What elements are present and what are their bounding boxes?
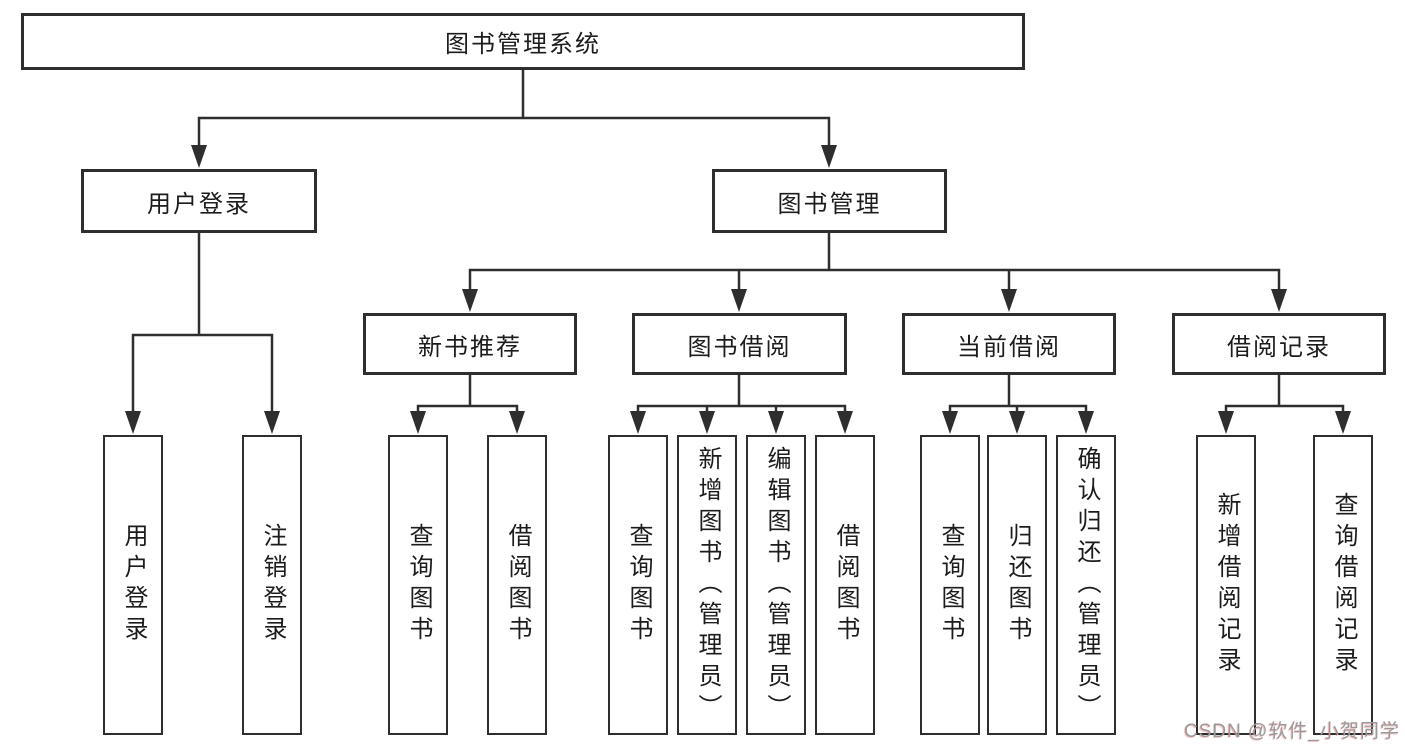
leaf-recommend-query-books: 查询图书 [388, 435, 448, 735]
leaf-records-add-record-label: 新增借阅记录 [1213, 492, 1240, 678]
leaf-current-return-books: 归还图书 [987, 435, 1047, 735]
leaf-borrow-add-books-admin-label: 新增图书（管理员） [694, 445, 721, 725]
leaf-borrow-edit-books-admin: 编辑图书（管理员） [746, 435, 806, 735]
node-current-borrow: 当前借阅 [902, 313, 1116, 375]
node-book-borrow: 图书借阅 [632, 313, 847, 375]
leaf-records-query-record: 查询借阅记录 [1313, 435, 1373, 735]
arrowheads [125, 145, 1351, 434]
node-book-borrow-label: 图书借阅 [687, 333, 792, 361]
node-new-book-recommend-label: 新书推荐 [418, 333, 522, 361]
leaf-user-login-label: 用户登录 [120, 523, 147, 647]
leaf-recommend-query-books-label: 查询图书 [405, 523, 432, 647]
leaf-recommend-borrow-books-label: 借阅图书 [504, 523, 531, 647]
leaf-current-query-books-label: 查询图书 [937, 523, 964, 647]
node-borrow-records-label: 借阅记录 [1227, 333, 1331, 361]
leaf-logout: 注销登录 [242, 435, 302, 735]
node-new-book-recommend: 新书推荐 [363, 313, 577, 375]
leaf-records-add-record: 新增借阅记录 [1196, 435, 1256, 735]
leaf-current-confirm-return-admin-label: 确认归还（管理员） [1073, 445, 1100, 725]
leaf-logout-label: 注销登录 [259, 523, 286, 647]
leaf-recommend-borrow-books: 借阅图书 [487, 435, 547, 735]
node-book-management: 图书管理 [712, 169, 947, 233]
leaf-borrow-borrow-books-label: 借阅图书 [832, 523, 859, 647]
leaf-borrow-borrow-books: 借阅图书 [815, 435, 875, 735]
leaf-current-query-books: 查询图书 [920, 435, 980, 735]
node-borrow-records: 借阅记录 [1172, 313, 1386, 375]
leaf-borrow-query-books: 查询图书 [608, 435, 668, 735]
leaf-borrow-edit-books-admin-label: 编辑图书（管理员） [763, 445, 790, 725]
node-current-borrow-label: 当前借阅 [957, 333, 1061, 361]
leaf-borrow-query-books-label: 查询图书 [625, 523, 652, 647]
node-root-system: 图书管理系统 [21, 13, 1025, 70]
node-user-login: 用户登录 [81, 169, 317, 233]
node-book-management-label: 图书管理 [777, 190, 882, 218]
leaf-current-confirm-return-admin: 确认归还（管理员） [1056, 435, 1116, 735]
csdn-watermark: CSDN @软件_小贺同学 [1184, 721, 1400, 742]
leaf-borrow-add-books-admin: 新增图书（管理员） [677, 435, 737, 735]
leaf-current-return-books-label: 归还图书 [1004, 523, 1031, 647]
node-user-login-label: 用户登录 [147, 190, 251, 218]
node-root-label: 图书管理系统 [445, 31, 601, 58]
leaf-user-login: 用户登录 [103, 435, 163, 735]
leaf-records-query-record-label: 查询借阅记录 [1330, 492, 1357, 678]
